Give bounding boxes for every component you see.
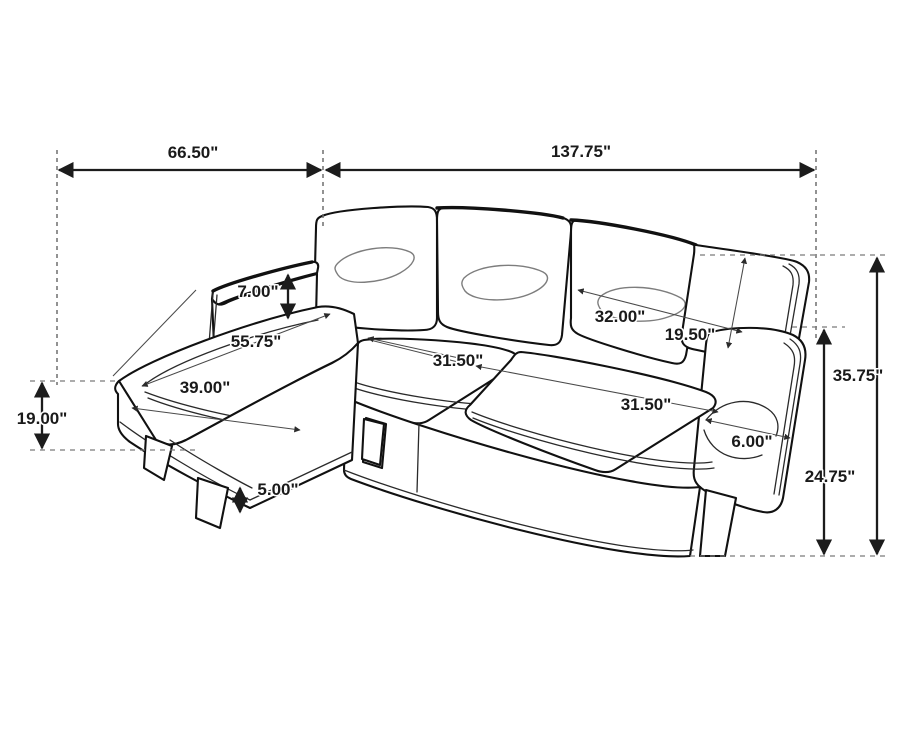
right-base [342,396,702,558]
dimension-label-arm-height: 24.75" [805,467,856,486]
dimension-label-chaise-width: 66.50" [168,143,219,162]
dimline-seat-cushion-left-main [367,336,469,362]
chaise-legs [142,434,230,530]
dimline-chaise-seat-length [141,313,331,387]
dimline-back-cushion-width [577,288,743,334]
right-arm [680,243,811,514]
mid-legs [360,417,386,467]
dimline-arm-pad-width [705,418,791,440]
chaise-leg-back [142,434,174,482]
right-leg-front [698,488,738,558]
dimension-label-back-cushion-height: 19.50" [665,325,716,344]
chaise-arm-top-edge [211,260,314,293]
back-cushion-top-seam [435,205,565,220]
dimension-label-leg-height: 5.00" [257,480,298,499]
seat-cushion-right-seam [471,411,713,464]
dimension-label-chaise-seat-depth: 39.00" [180,378,231,397]
chaise-front-seam [249,451,353,501]
seat-cushion-right-seam2 [472,417,715,470]
chaise-inner-base-seam [169,439,253,489]
mid-leg [360,417,386,467]
dimension-label-back-cushion-width: 32.00" [595,307,646,326]
dimline-back-cushion-height [725,257,748,349]
right-arm-front-seam-2 [773,342,796,495]
dimension-label-chaise-seat-height: 19.00" [17,409,68,428]
seat-divider-line [416,422,420,493]
right-arm-inner-seam-2 [781,265,794,353]
dimline-seat-cushion-right [475,363,719,415]
right-arm-front-seam [778,338,802,496]
dimline-chaise-seat-depth [112,289,197,377]
chaise-leg-front [194,476,230,530]
dimension-labels: 66.50" 137.75" 7.00" 55.75" 39.00" 19.00" 5.00… [15,141,885,501]
dimension-label-chaise-seat-length: 55.75" [231,332,282,351]
dimension-label-chaise-arm-height: 7.00" [237,282,278,301]
right-arm-front-panel [692,326,807,514]
back-cushion-top-seam-right [569,218,698,247]
dimension-label-overall-width: 137.75" [551,142,611,161]
dimension-label-overall-height: 35.75" [833,366,884,385]
dimension-label-arm-pad-width: 6.00" [731,432,772,451]
right-base-top-seam [343,469,694,552]
dimline-chaise-seat-depth-main [131,405,301,433]
back-cushion-2-tuft [461,264,549,301]
dimension-label-seat-cushion-right: 31.50" [621,395,672,414]
right-arm-inner-seam [786,263,800,354]
extension-lines [30,150,890,557]
dimension-lines [33,161,886,556]
dimension-label-seat-cushion-left: 31.50" [433,351,484,370]
right-base-front [342,396,702,558]
back-cushion-2 [435,206,573,347]
back-cushion-1-tuft [334,247,415,284]
